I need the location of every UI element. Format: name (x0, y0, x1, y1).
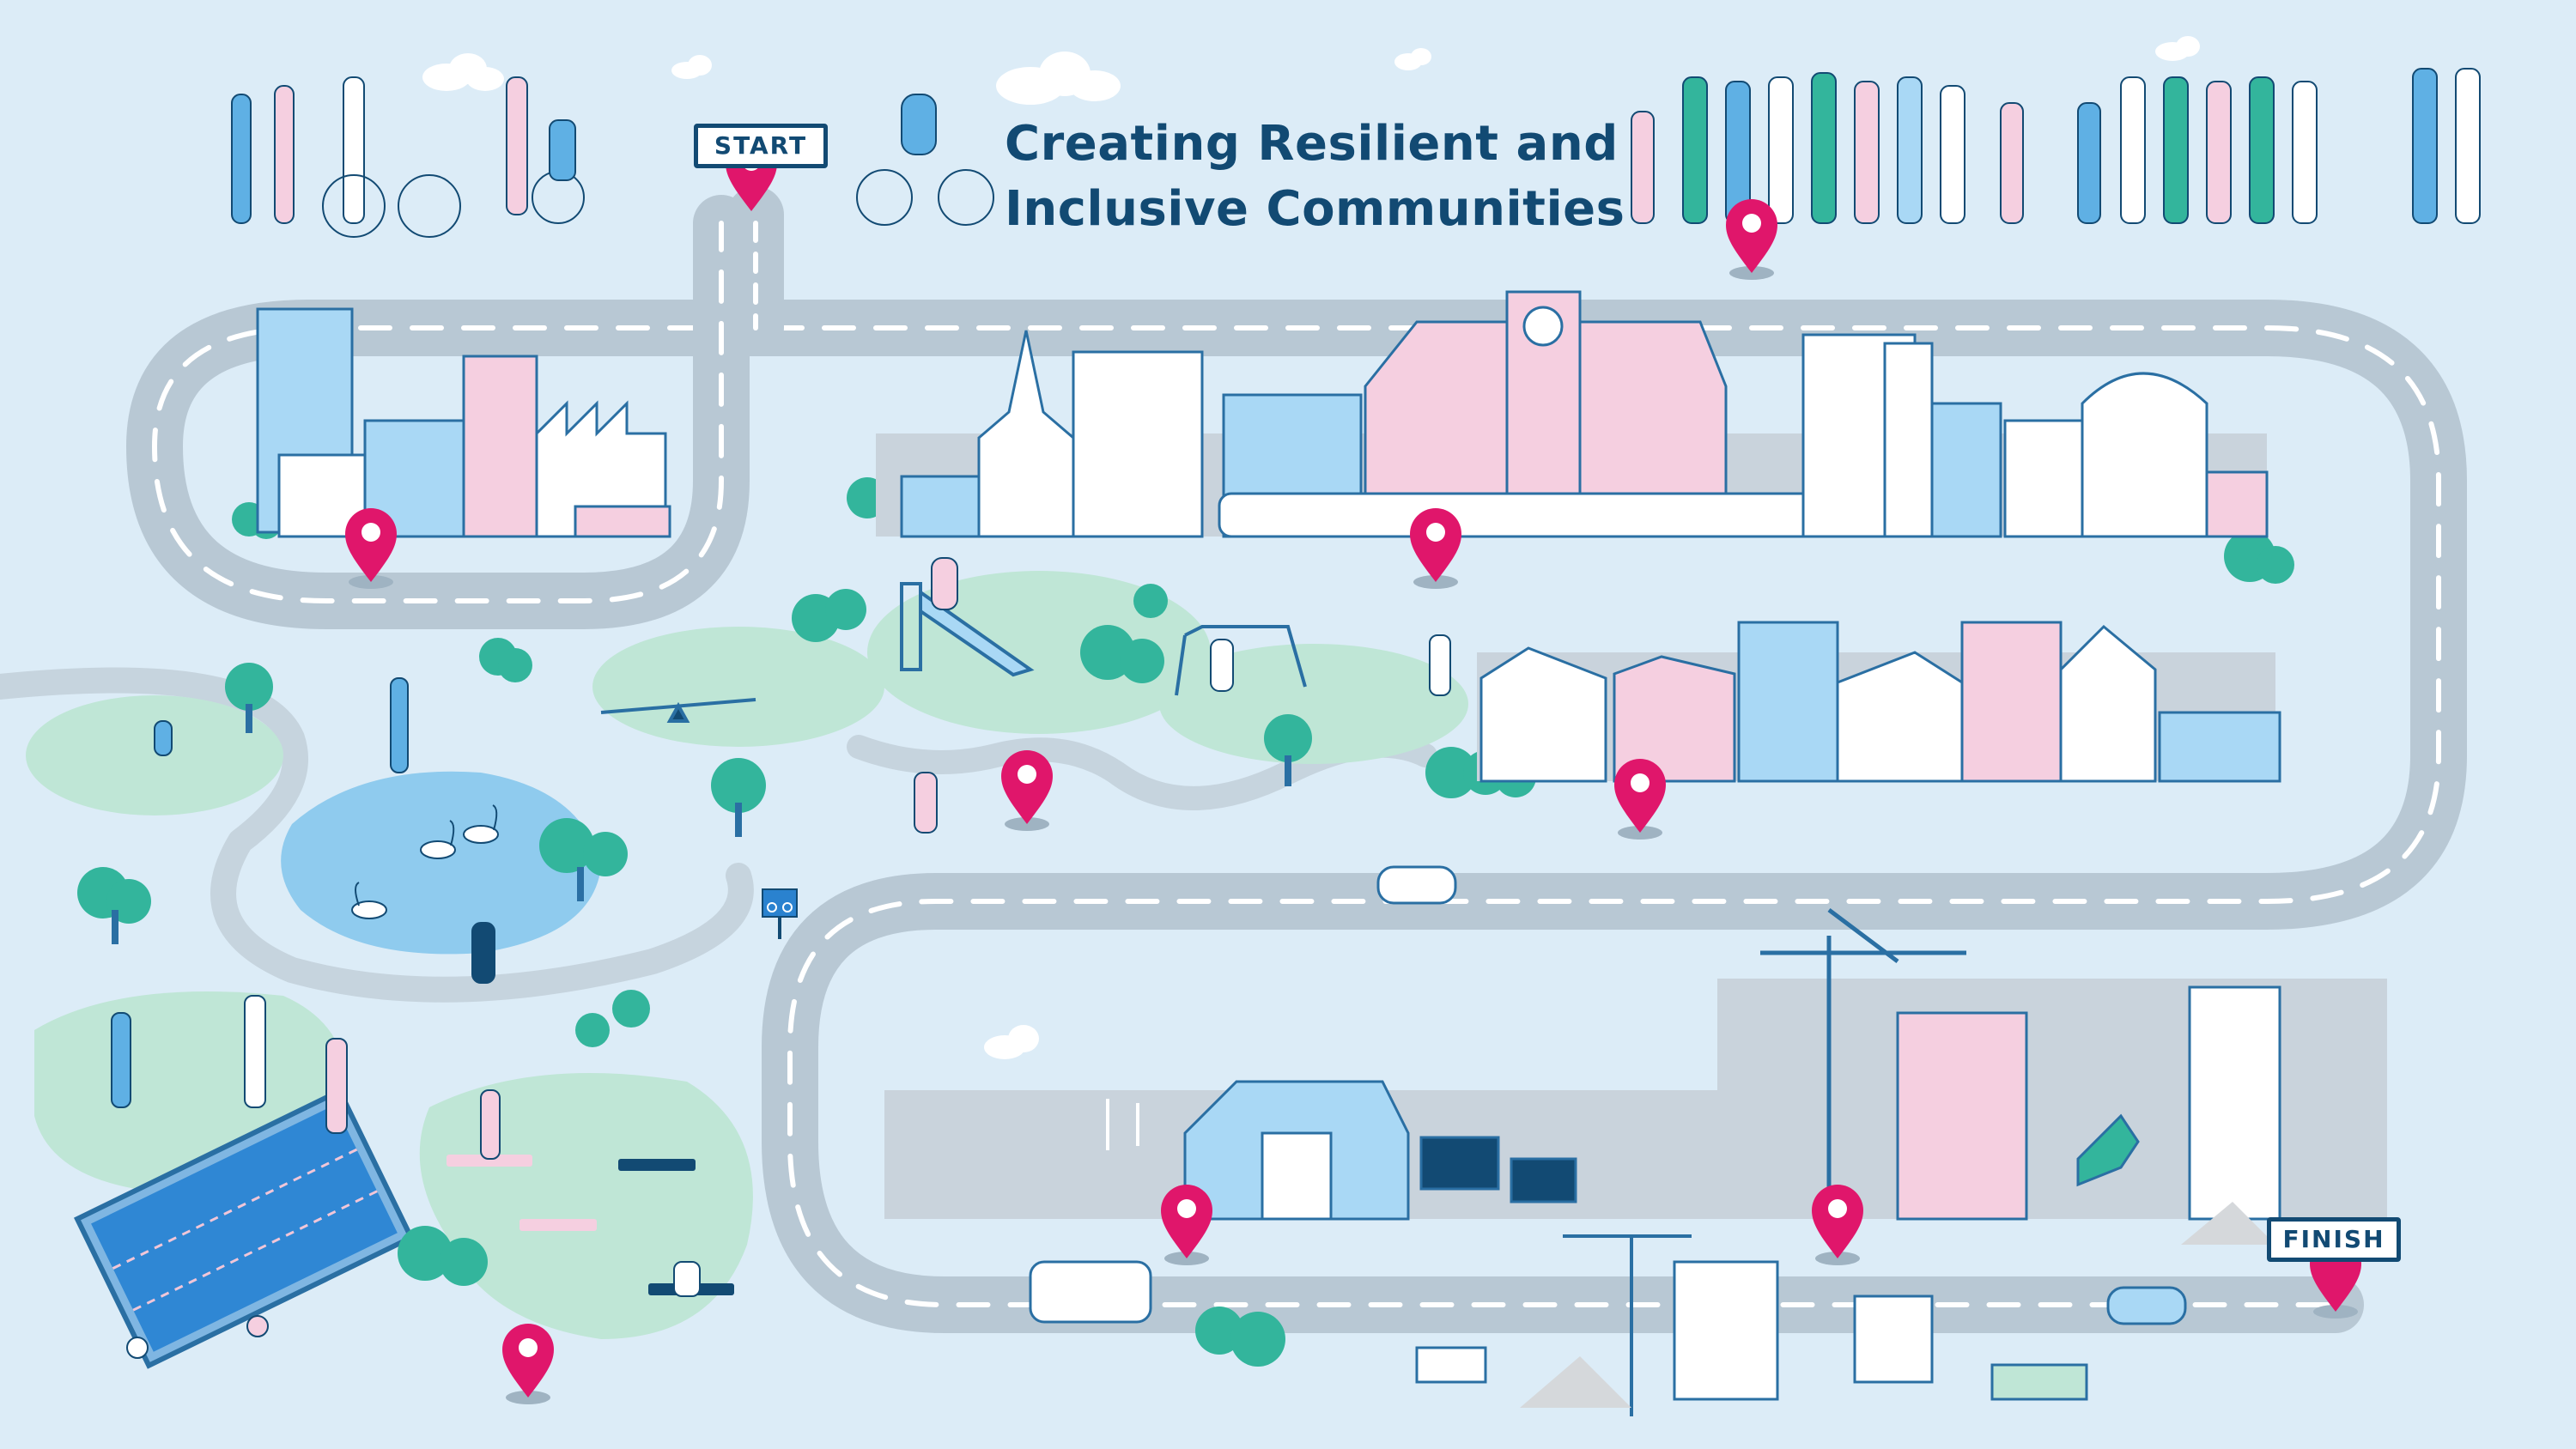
tree-icon (479, 638, 532, 682)
cloud-icon (984, 1025, 1039, 1059)
cloud-icon (996, 52, 1121, 105)
page-title: Creating Resilient and Inclusive Communi… (1005, 112, 1625, 242)
apartment-tower (2188, 985, 2281, 1221)
crane-icon (1563, 1234, 1692, 1416)
people-groups (111, 68, 2481, 1359)
seesaw-icon (600, 698, 756, 723)
cloud-icon (422, 53, 504, 91)
bulldozer-icon (1415, 1346, 1487, 1384)
family-group-left (231, 76, 461, 238)
map-pin-icon (1001, 750, 1053, 831)
factory-building (535, 400, 667, 538)
map-pin-icon (1812, 1185, 1863, 1265)
lawn (867, 571, 1211, 734)
lawn (592, 627, 884, 747)
sand-pile (1520, 1356, 1631, 1408)
start-sign: START (694, 124, 828, 168)
autonomous-shuttle-icon (1029, 1260, 1152, 1324)
office-block (1072, 350, 1204, 538)
clock-tower-2 (1883, 342, 1934, 538)
map-pin-icon (1161, 1185, 1212, 1265)
shop (900, 475, 981, 538)
residential-street (1477, 621, 2281, 783)
park-area (26, 571, 1468, 1369)
tree-icon (2224, 530, 2294, 584)
tree-icon (1080, 625, 1164, 683)
map-pin-icon (1614, 759, 1666, 840)
skyline (1717, 979, 2387, 1219)
lawn (26, 695, 283, 815)
swing-icon (1175, 625, 1307, 696)
title-line-2: Inclusive Communities (1005, 181, 1625, 237)
swimming-pool (73, 1087, 415, 1369)
house (1960, 621, 2063, 783)
lawn (1159, 644, 1468, 764)
building-under-construction (1896, 1011, 2028, 1221)
park-visitors (111, 557, 1451, 1359)
house (2059, 624, 2157, 783)
house (1613, 655, 1736, 783)
clock-icon (1522, 306, 1564, 347)
house (1479, 646, 1607, 783)
solar-panel-icon (1510, 1157, 1577, 1203)
construction-district (1415, 908, 2387, 1416)
crane-icon (1760, 908, 1966, 1219)
map-pin-icon (502, 1324, 554, 1404)
office-district (256, 307, 671, 538)
house (1836, 651, 1964, 783)
yoga-mat-icon (447, 1155, 734, 1295)
tree-icon (225, 663, 273, 733)
left-loop-markings (152, 221, 724, 603)
vehicles (1029, 865, 2187, 1325)
excavator-icon (2076, 1113, 2140, 1187)
cloud-icon (1394, 48, 1431, 70)
finish-sign: FINISH (2267, 1217, 2401, 1262)
map-pin-icon (345, 508, 397, 589)
city-center (876, 290, 2269, 538)
tree-icon (539, 818, 628, 901)
main-road-markings (307, 325, 2441, 1307)
road-network (0, 186, 2467, 1333)
dump-truck-icon (1990, 1363, 2088, 1401)
tree-icon (1264, 714, 1312, 786)
slide-icon (900, 582, 1035, 677)
tree-icon (711, 758, 766, 837)
swan-icon (351, 804, 499, 919)
wind-turbine-icon (1106, 1099, 1139, 1150)
solar-panel-icon (1419, 1136, 1500, 1191)
train (1218, 492, 1874, 538)
tree-icon (398, 1226, 488, 1286)
apartment-building (462, 355, 538, 538)
yoga-lawn (419, 1073, 753, 1339)
cloud-icon (671, 55, 712, 79)
domed-building (2081, 372, 2208, 538)
map-pin-icon (1410, 508, 1461, 589)
tree-icon (1133, 584, 1168, 618)
cyclist-icon (856, 94, 994, 226)
bicycle-sign-icon (762, 888, 798, 939)
tree-icon (575, 990, 650, 1047)
crowd-group-right (1631, 68, 2481, 224)
house (2158, 711, 2281, 783)
cloud-icon (2155, 36, 2200, 61)
autonomous-car-icon (2106, 1286, 2187, 1325)
construction-block (1673, 1260, 1779, 1401)
tree-icon (792, 589, 866, 642)
tree-icon (77, 867, 151, 944)
house (1737, 621, 1839, 783)
map-pin-icon (1726, 199, 1777, 280)
clouds (422, 36, 2200, 1059)
wheelchair-user (506, 76, 585, 224)
tree-icon (1195, 1307, 1285, 1367)
title-line-1: Creating Resilient and (1005, 116, 1619, 172)
sand-pile (2181, 1202, 2275, 1245)
autonomous-car-icon (1376, 865, 1457, 905)
